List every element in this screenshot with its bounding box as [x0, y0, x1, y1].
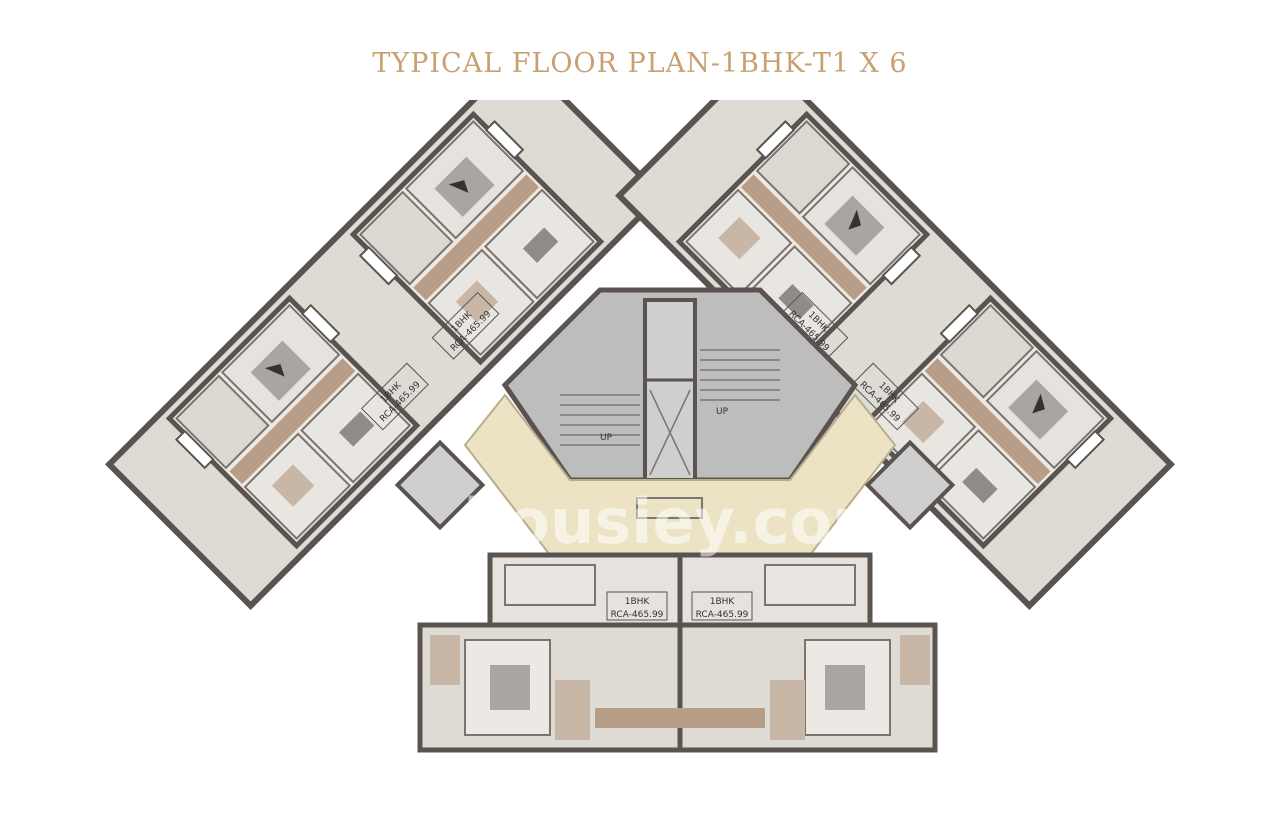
unit-label-5: 1BHK RCA-465.99	[606, 591, 668, 621]
right-shaft	[864, 439, 956, 531]
unit-label-6: 1BHK RCA-465.99	[691, 591, 753, 621]
lobby	[463, 393, 897, 556]
floor-plan: 1BHK RCA-465.99 1BHK RCA-465.99 1BHK RCA…	[104, 100, 1176, 753]
stair-up-label-left: UP	[600, 433, 613, 443]
page-title: TYPICAL FLOOR PLAN-1BHK-T1 X 6	[372, 48, 908, 79]
svg-text:1BHK: 1BHK	[625, 597, 651, 607]
left-wing: 1BHK RCA-465.99 1BHK RCA-465.99	[104, 100, 666, 611]
svg-text:1BHK: 1BHK	[710, 597, 736, 607]
svg-text:RCA-465.99: RCA-465.99	[611, 610, 664, 620]
svg-text:RCA-465.99: RCA-465.99	[696, 610, 749, 620]
bottom-block: 1BHK RCA-465.99 1BHK RCA-465.99	[417, 552, 938, 753]
watermark: housiey.com	[463, 485, 896, 558]
stair-up-label-right: UP	[716, 407, 729, 417]
left-shaft	[394, 439, 486, 531]
lobby-shaft	[636, 497, 703, 519]
